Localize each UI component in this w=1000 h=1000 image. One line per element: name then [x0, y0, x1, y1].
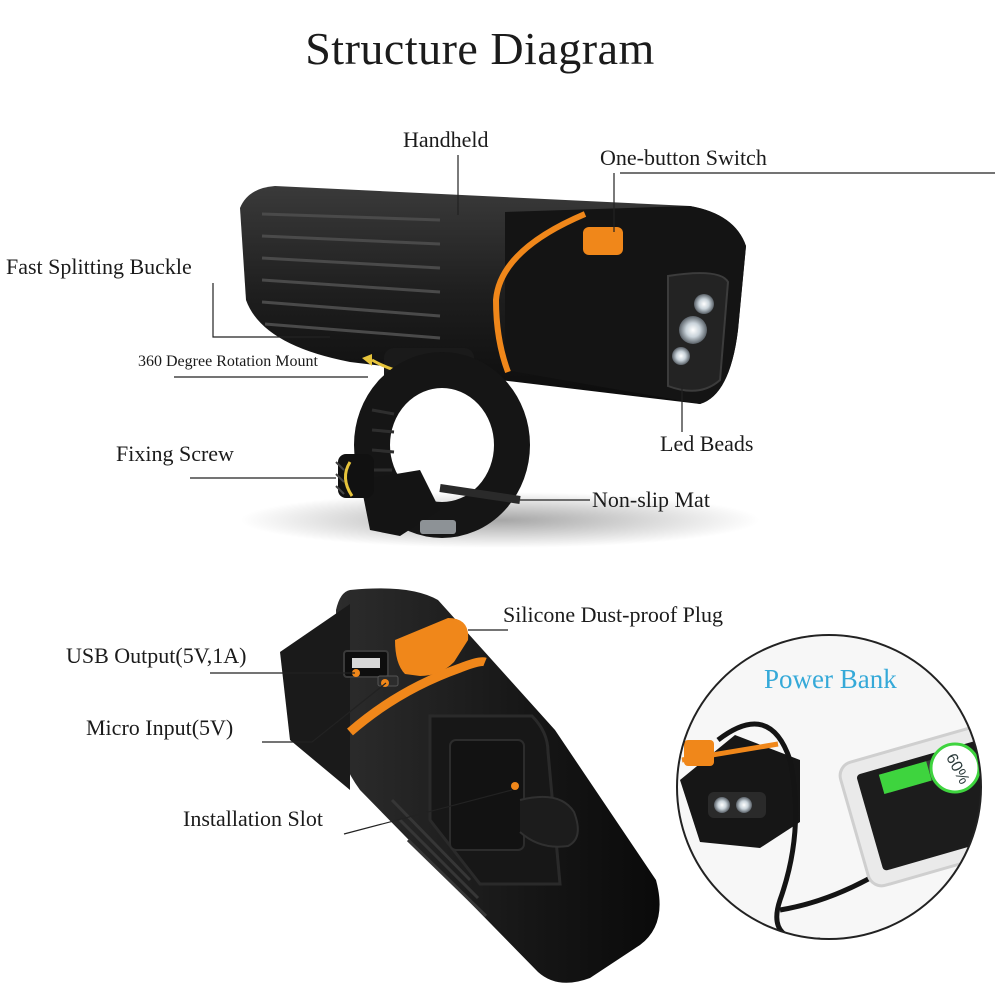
charging-cable — [716, 721, 821, 939]
diagram-title: Structure Diagram — [305, 23, 655, 74]
leader-lines-bottom — [210, 629, 513, 835]
label-fast-splitting-buckle: Fast Splitting Buckle — [6, 254, 192, 279]
label-power-bank: Power Bank — [764, 664, 897, 694]
label-installation-slot: Installation Slot — [183, 806, 323, 831]
underside-orange-band — [347, 657, 487, 736]
label-non-slip-mat: Non-slip Mat — [592, 487, 710, 512]
led-bead-2 — [694, 294, 714, 314]
fixing-screw-knob — [335, 454, 374, 498]
label-handheld: Handheld — [403, 127, 489, 152]
phone-battery-bar — [878, 761, 932, 795]
led-bead-3 — [672, 347, 690, 365]
label-micro-input: Micro Input(5V) — [86, 715, 234, 740]
label-fixing-screw: Fixing Screw — [116, 441, 234, 466]
switch-button — [583, 227, 623, 255]
led-bead-1 — [679, 316, 707, 344]
label-usb-output: USB Output(5V,1A) — [66, 643, 247, 668]
top-light-illustration — [240, 186, 760, 548]
label-led-beads: Led Beads — [660, 431, 754, 456]
label-one-button-switch: One-button Switch — [600, 145, 767, 170]
bottom-light-illustration — [280, 588, 660, 983]
leader-lines-top — [174, 155, 995, 501]
label-silicone-plug: Silicone Dust-proof Plug — [503, 602, 723, 627]
orange-band — [492, 211, 587, 374]
label-rotation-mount: 360 Degree Rotation Mount — [138, 353, 318, 370]
cooling-fins — [261, 212, 441, 340]
silicone-plug — [395, 618, 469, 676]
